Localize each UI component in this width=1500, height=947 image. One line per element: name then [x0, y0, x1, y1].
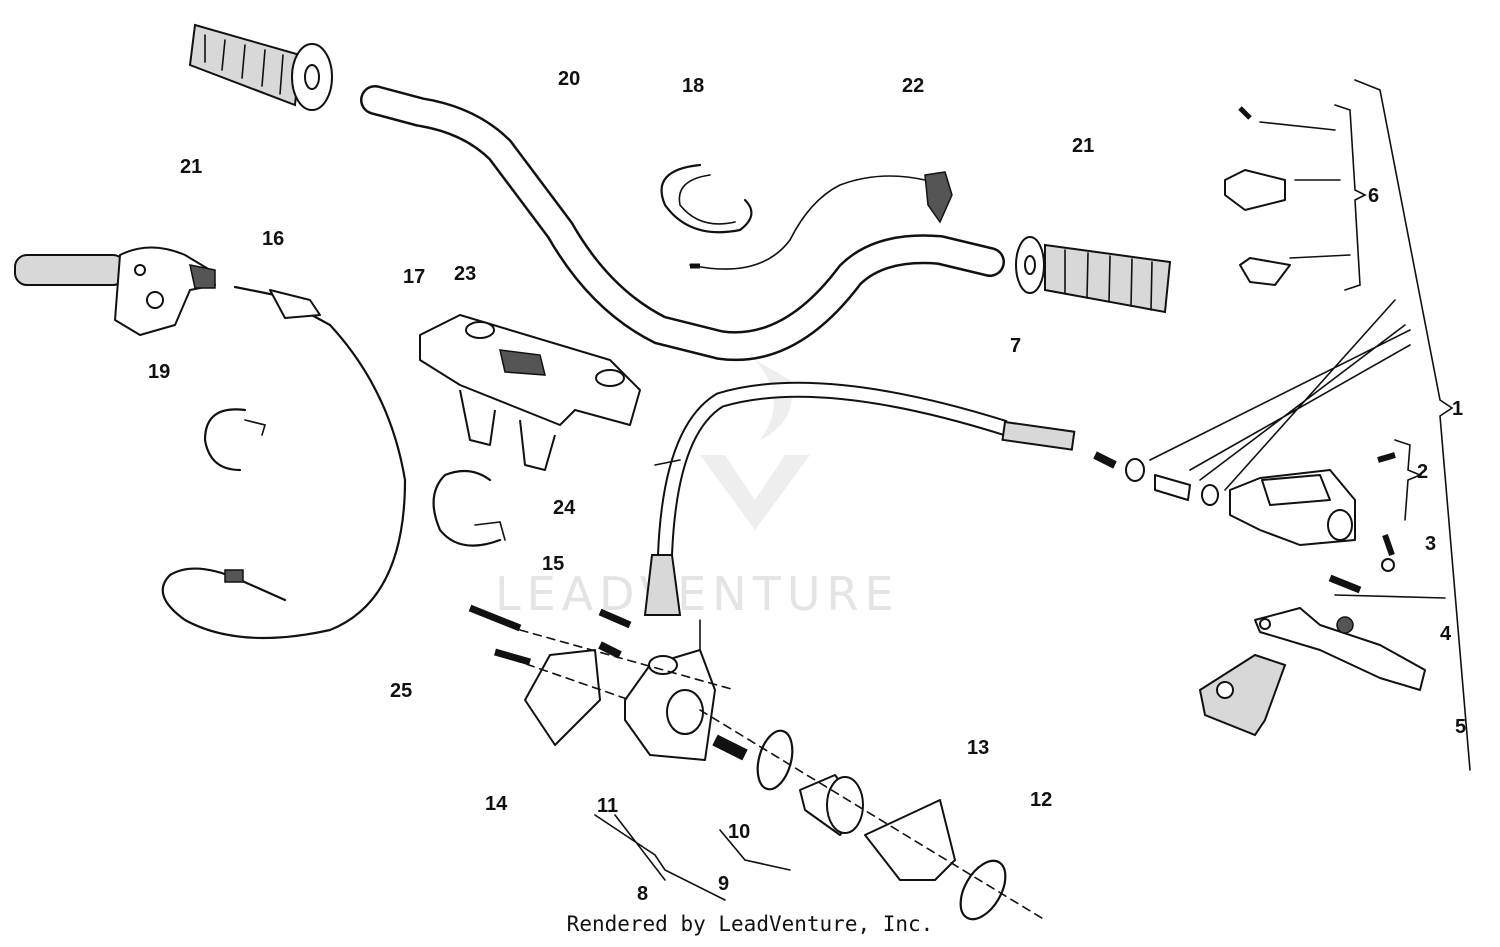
- callout-3: 3: [1425, 533, 1436, 555]
- kill-switch[interactable]: [689, 171, 953, 270]
- callout-13: 13: [967, 737, 989, 759]
- throttle-cable[interactable]: [161, 285, 407, 640]
- callout-23: 23: [454, 263, 476, 285]
- o-ring-12[interactable]: [951, 853, 1014, 926]
- callout-15: 15: [542, 553, 564, 575]
- throttle-housing[interactable]: [14, 246, 216, 336]
- callout-24: 24: [553, 497, 576, 519]
- callout-20: 20: [558, 68, 580, 90]
- callout-17: 17: [403, 266, 425, 288]
- bolts-25-15[interactable]: [468, 604, 632, 666]
- callout-25: 25: [390, 680, 412, 702]
- handlebar-clip[interactable]: [660, 163, 753, 234]
- callout-18: 18: [682, 75, 704, 97]
- brake-lever[interactable]: [1254, 574, 1426, 691]
- callout-11: 11: [597, 795, 618, 817]
- callout-6: 6: [1368, 185, 1379, 207]
- callout-21-left: 21: [180, 156, 202, 178]
- leader-lines: [175, 79, 1471, 921]
- reservoir-cap[interactable]: [1224, 106, 1291, 286]
- handlebar-clamp[interactable]: [419, 314, 641, 471]
- callout-7: 7: [1010, 335, 1021, 357]
- master-cylinder[interactable]: [1229, 452, 1396, 572]
- callout-14: 14: [485, 793, 508, 815]
- watermark-logo: [700, 360, 810, 530]
- right-grip[interactable]: [1015, 236, 1172, 314]
- callout-1: 1: [1452, 398, 1463, 420]
- piston[interactable]: [799, 774, 864, 836]
- gasket-13[interactable]: [864, 799, 956, 881]
- callout-5: 5: [1455, 716, 1466, 738]
- actuator-plate[interactable]: [524, 649, 601, 746]
- actuator-housing[interactable]: [624, 649, 748, 761]
- footer-credit: Rendered by LeadVenture, Inc.: [566, 912, 934, 936]
- callout-16: 16: [262, 228, 284, 250]
- callout-9: 9: [718, 873, 729, 895]
- seal-ring-10[interactable]: [752, 727, 798, 793]
- callout-21-right: 21: [1072, 135, 1094, 157]
- callout-22: 22: [902, 75, 924, 97]
- handlebar[interactable]: [360, 85, 1005, 362]
- control-cable[interactable]: [643, 381, 1076, 616]
- callout-4: 4: [1440, 623, 1452, 645]
- callout-12: 12: [1030, 789, 1052, 811]
- callout-19: 19: [148, 361, 170, 383]
- left-grip[interactable]: [188, 23, 333, 111]
- lever-bracket[interactable]: [1198, 653, 1287, 737]
- callout-10: 10: [728, 821, 750, 843]
- watermark-text: LEADVENTURE: [495, 567, 900, 621]
- callout-8: 8: [637, 883, 648, 905]
- callout-2: 2: [1417, 461, 1428, 483]
- cable-ring[interactable]: [203, 408, 267, 472]
- clamp-band[interactable]: [432, 469, 506, 547]
- spring-washer-parts[interactable]: [1093, 451, 1219, 506]
